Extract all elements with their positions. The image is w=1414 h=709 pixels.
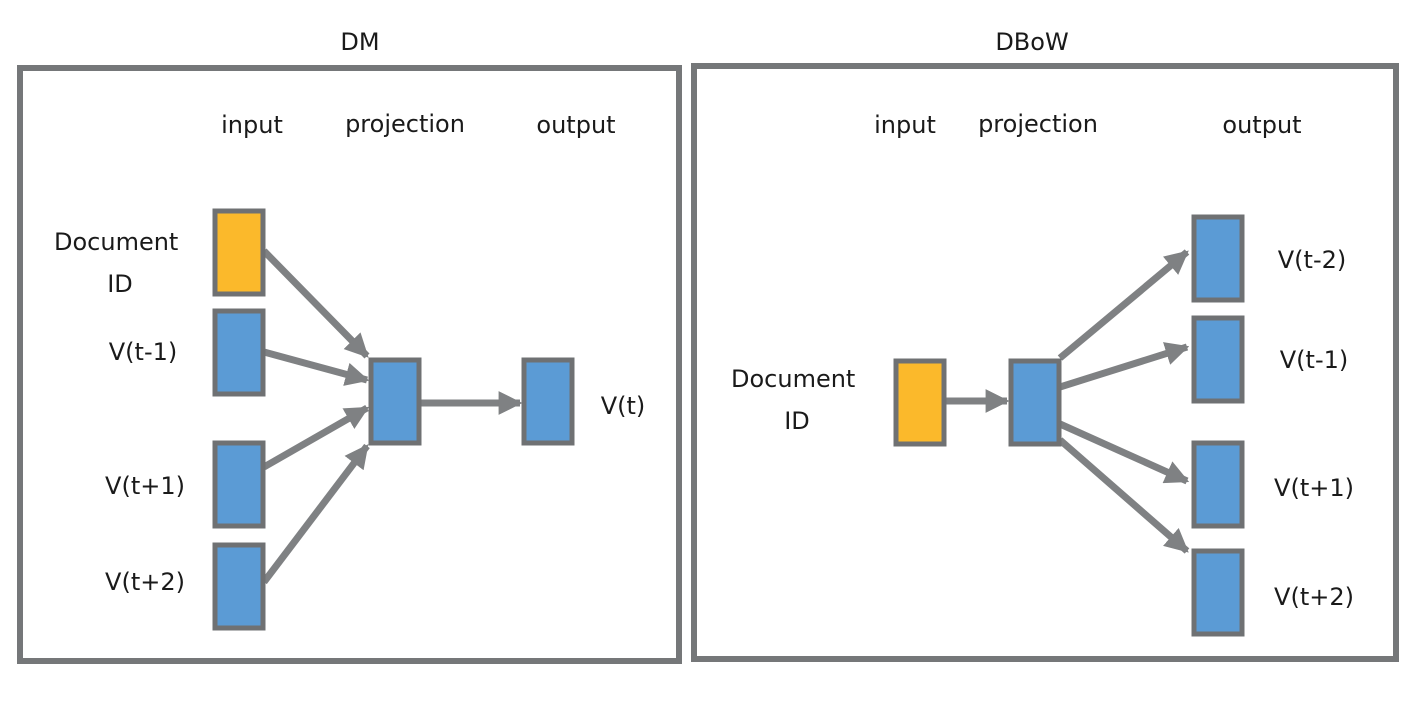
dbow-panel-title: DBoW xyxy=(995,28,1068,56)
dm-arrow-vt+2-to-projection xyxy=(261,443,370,585)
dbow-document-vector xyxy=(893,358,947,447)
dbow-vt+1-label: V(t+1) xyxy=(1274,474,1354,502)
dm-output-header: output xyxy=(536,111,615,139)
dm-vt+2-label: V(t+2) xyxy=(105,568,185,596)
dm-word-vector-t+1 xyxy=(212,440,266,529)
dm-projection-header: projection xyxy=(345,110,465,138)
dbow-input-header: input xyxy=(874,111,936,139)
dbow-arrow-projection-to-vt+2 xyxy=(1057,437,1190,554)
dbow-arrow-projection-to-vt-1 xyxy=(1058,342,1190,391)
dbow-word-vector-t-2 xyxy=(1191,214,1245,303)
dm-vt-label: V(t) xyxy=(601,392,646,420)
dbow-word-vector-t+1 xyxy=(1191,440,1245,529)
dm-arrow-vt-1-to-projection xyxy=(263,348,370,386)
dm-panel-title: DM xyxy=(340,28,379,56)
dm-panel: DM input projection output Document ID V… xyxy=(17,28,682,664)
dbow-word-vector-t+2 xyxy=(1191,548,1245,637)
dm-panel-frame xyxy=(17,65,682,664)
dbow-panel: DBoW input projection output Document ID… xyxy=(691,28,1399,662)
dm-arrow-vt+1-to-projection xyxy=(262,404,370,471)
dbow-projection-vector xyxy=(1008,358,1062,447)
dm-arrows xyxy=(261,248,523,585)
dbow-arrow-projection-to-vt+1 xyxy=(1058,420,1190,485)
dbow-vt-1-label: V(t-1) xyxy=(1280,346,1348,374)
dbow-output-header: output xyxy=(1222,111,1301,139)
dbow-projection-header: projection xyxy=(978,110,1098,138)
dbow-panel-frame xyxy=(691,63,1399,662)
dm-vt-1-label: V(t-1) xyxy=(109,338,177,366)
dm-document-label: Document ID xyxy=(54,228,186,298)
dm-projection-vector xyxy=(368,357,422,446)
dm-word-vector-t-1 xyxy=(212,308,266,397)
dbow-document-label: Document ID xyxy=(731,365,863,435)
dm-document-vector xyxy=(212,208,266,297)
dm-vt+1-label: V(t+1) xyxy=(105,472,185,500)
dbow-word-vector-t-1 xyxy=(1191,315,1245,404)
dbow-arrow-projection-to-vt-2 xyxy=(1057,249,1190,361)
dbow-vt+2-label: V(t+2) xyxy=(1274,583,1354,611)
dm-output-vector xyxy=(521,357,575,446)
dm-arrow-document-to-projection xyxy=(261,248,370,359)
dm-input-header: input xyxy=(221,111,283,139)
dbow-arrows xyxy=(945,249,1190,554)
dm-word-vector-t+2 xyxy=(212,542,266,631)
dbow-vt-2-label: V(t-2) xyxy=(1278,246,1346,274)
